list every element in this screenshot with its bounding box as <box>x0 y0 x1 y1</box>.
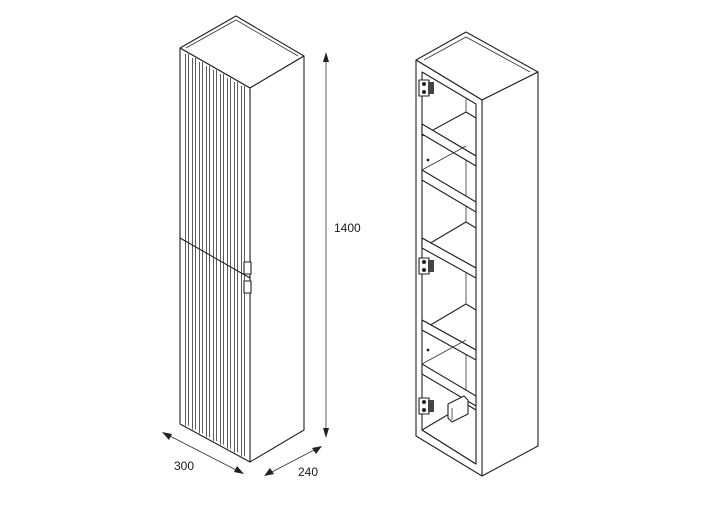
cabinet-front-face <box>179 47 251 463</box>
shelf-4 <box>421 303 477 361</box>
open-cabinet <box>415 31 539 477</box>
width-dimension: 300 <box>162 432 244 474</box>
shelf-pin-lower <box>426 348 430 352</box>
hinge-middle-icon <box>418 257 434 275</box>
height-dimension: 1400 <box>323 52 361 438</box>
height-dimension-label: 1400 <box>334 221 361 235</box>
shelf-2 <box>421 145 477 213</box>
shelf-pin-upper <box>426 158 430 162</box>
door-flutes <box>184 54 246 457</box>
open-side-face <box>481 71 539 477</box>
shelf-3 <box>421 221 477 279</box>
upper-door-handle <box>243 261 252 275</box>
lower-door-handle <box>243 280 252 294</box>
depth-dimension-label: 240 <box>298 465 318 479</box>
door-split-line <box>179 237 251 279</box>
depth-dimension: 240 <box>264 446 322 479</box>
hinge-bottom-icon <box>418 397 434 415</box>
wall-bracket-icon <box>447 395 469 423</box>
cabinet-side-face <box>249 55 305 463</box>
shelf-5 <box>421 339 477 407</box>
cabinet-top-lip <box>185 19 299 57</box>
hinge-top-icon <box>418 79 434 97</box>
closed-cabinet <box>179 15 305 463</box>
width-dimension-label: 300 <box>174 459 194 473</box>
shelf-1 <box>421 111 477 167</box>
open-top-lip <box>423 36 531 73</box>
